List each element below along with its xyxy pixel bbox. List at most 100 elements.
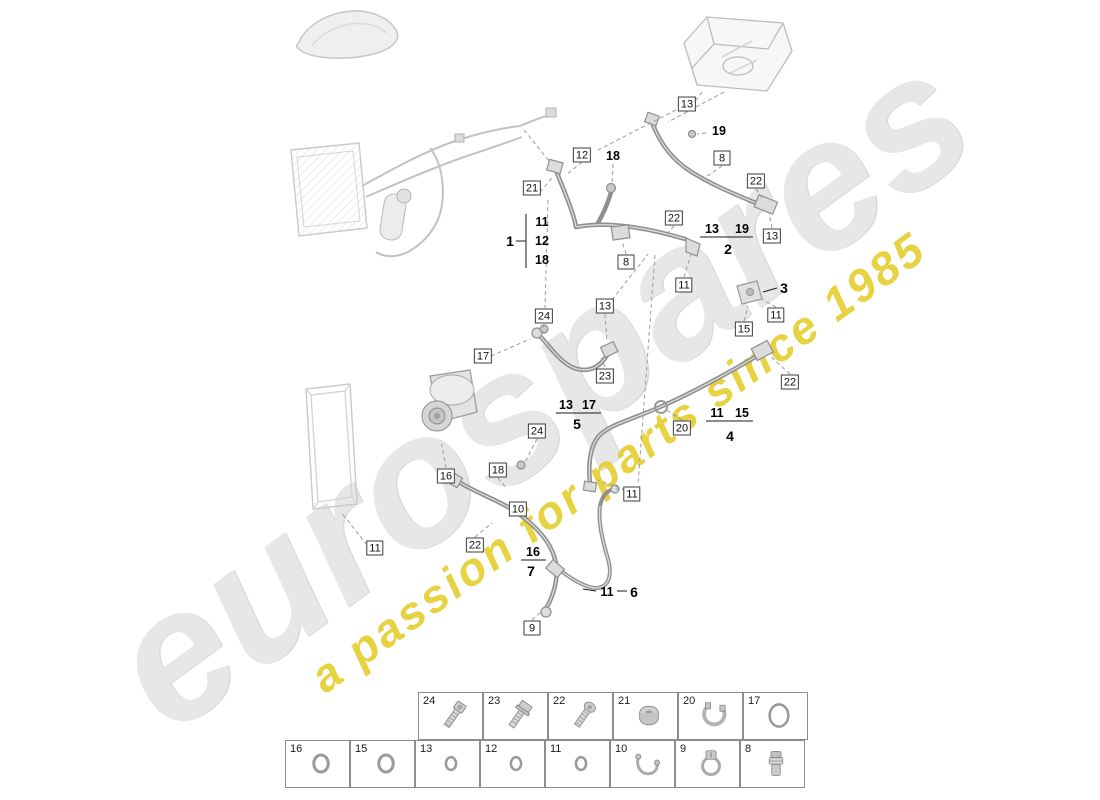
legend-part-number: 17 (748, 695, 761, 707)
legend-part-number: 21 (618, 695, 631, 707)
item-label-17: 17 (582, 398, 596, 412)
item-label-11: 11 (535, 215, 549, 229)
callout-22[interactable]: 22 (465, 537, 485, 553)
callout-12[interactable]: 12 (572, 147, 592, 163)
legend-cell-20[interactable]: 20 (678, 692, 743, 740)
socket-screw-icon (437, 699, 471, 738)
car-silhouette-drawing (295, 10, 399, 59)
callout-24[interactable]: 24 (534, 308, 554, 324)
item-label-11: 11 (710, 406, 724, 420)
spring-clamp-icon (697, 699, 731, 738)
compressor-drawing (421, 369, 478, 432)
callout-13[interactable]: 13 (762, 228, 782, 244)
item-label-15: 15 (735, 406, 749, 420)
item-label-18: 18 (535, 253, 549, 267)
legend-part-number: 13 (420, 743, 433, 755)
legend-part-number: 8 (745, 743, 752, 755)
hose-clamp-icon (694, 747, 728, 786)
condenser-rear-drawing (305, 383, 358, 510)
callout-17[interactable]: 17 (473, 348, 493, 364)
legend-cell-17[interactable]: 17 (743, 692, 808, 740)
legend-part-number: 23 (488, 695, 501, 707)
pipe-2-fittings (643, 111, 779, 216)
leader-lines (340, 91, 791, 621)
valve-icon (759, 747, 793, 786)
legend-cell-24[interactable]: 24 (418, 692, 483, 740)
legend-cell-12[interactable]: 12 (480, 740, 545, 788)
callout-11[interactable]: 11 (623, 486, 641, 502)
callout-22[interactable]: 22 (780, 374, 800, 390)
item-label-6: 6 (630, 584, 638, 600)
legend-part-number: 9 (680, 743, 687, 755)
pipe-5-fittings (531, 324, 619, 359)
legend-part-number: 12 (485, 743, 498, 755)
legend-cell-21[interactable]: 21 (613, 692, 678, 740)
callout-23[interactable]: 23 (595, 368, 615, 384)
callout-15[interactable]: 15 (734, 321, 754, 337)
callout-8[interactable]: 8 (713, 150, 731, 166)
callout-21[interactable]: 21 (522, 180, 542, 196)
callout-20[interactable]: 20 (672, 420, 692, 436)
callout-13[interactable]: 13 (677, 96, 697, 112)
item-label-5: 5 (573, 416, 581, 432)
callout-24[interactable]: 24 (527, 423, 547, 439)
item-label-2: 2 (724, 241, 732, 257)
item-label-13: 13 (559, 398, 573, 412)
o-ring-small-icon (564, 747, 598, 786)
o-ring-small-icon (499, 747, 533, 786)
pipe-assembly-2-highlight (652, 124, 764, 207)
pipe-6-7-highlight (456, 480, 611, 611)
legend-cell-23[interactable]: 23 (483, 692, 548, 740)
callout-11[interactable]: 11 (675, 277, 693, 293)
legend-part-number: 16 (290, 743, 303, 755)
item-label-19: 19 (712, 124, 726, 138)
hvac-unit-drawing (683, 16, 793, 92)
legend-cell-15[interactable]: 15 (350, 740, 415, 788)
item-label-16: 16 (526, 545, 540, 559)
callout-22[interactable]: 22 (664, 210, 684, 226)
legend-cell-13[interactable]: 13 (415, 740, 480, 788)
pipe-assembly-5-highlight (538, 334, 610, 371)
callout-10[interactable]: 10 (508, 501, 528, 517)
item-label-3: 3 (780, 280, 788, 296)
legend-part-number: 22 (553, 695, 566, 707)
legend-cell-10[interactable]: 10 (610, 740, 675, 788)
o-ring-icon (304, 747, 338, 786)
legend-part-number: 24 (423, 695, 436, 707)
condenser-front-drawing (290, 142, 412, 241)
callout-13[interactable]: 13 (595, 298, 615, 314)
legend-part-number: 11 (550, 743, 562, 755)
pipe-1-fittings (545, 129, 701, 257)
legend-part-number: 10 (615, 743, 628, 755)
legend-cell-16[interactable]: 16 (285, 740, 350, 788)
callout-16[interactable]: 16 (436, 468, 456, 484)
legend-cell-9[interactable]: 9 (675, 740, 740, 788)
item-label-1: 1 (506, 233, 514, 249)
legend-part-number: 20 (683, 695, 696, 707)
label-lines (516, 214, 778, 592)
callout-11[interactable]: 11 (366, 540, 384, 556)
item-label-19: 19 (735, 222, 749, 236)
callout-22[interactable]: 22 (746, 173, 766, 189)
legend-part-number: 15 (355, 743, 368, 755)
o-ring-large-icon (762, 699, 796, 738)
pan-screw-icon (567, 699, 601, 738)
item-label-12: 12 (535, 234, 549, 248)
legend-cell-22[interactable]: 22 (548, 692, 613, 740)
callout-9[interactable]: 9 (523, 620, 541, 636)
callout-8[interactable]: 8 (617, 254, 635, 270)
front-lines-drawing (361, 107, 557, 258)
callout-11[interactable]: 11 (767, 307, 785, 323)
o-ring-icon (369, 747, 403, 786)
item-label-13: 13 (705, 222, 719, 236)
grommet-icon (632, 699, 666, 738)
retaining-clip-icon (629, 747, 663, 786)
legend-cell-11[interactable]: 11 (545, 740, 610, 788)
callout-18[interactable]: 18 (488, 462, 508, 478)
legend-cell-8[interactable]: 8 (740, 740, 805, 788)
hex-bolt-icon (502, 699, 536, 738)
